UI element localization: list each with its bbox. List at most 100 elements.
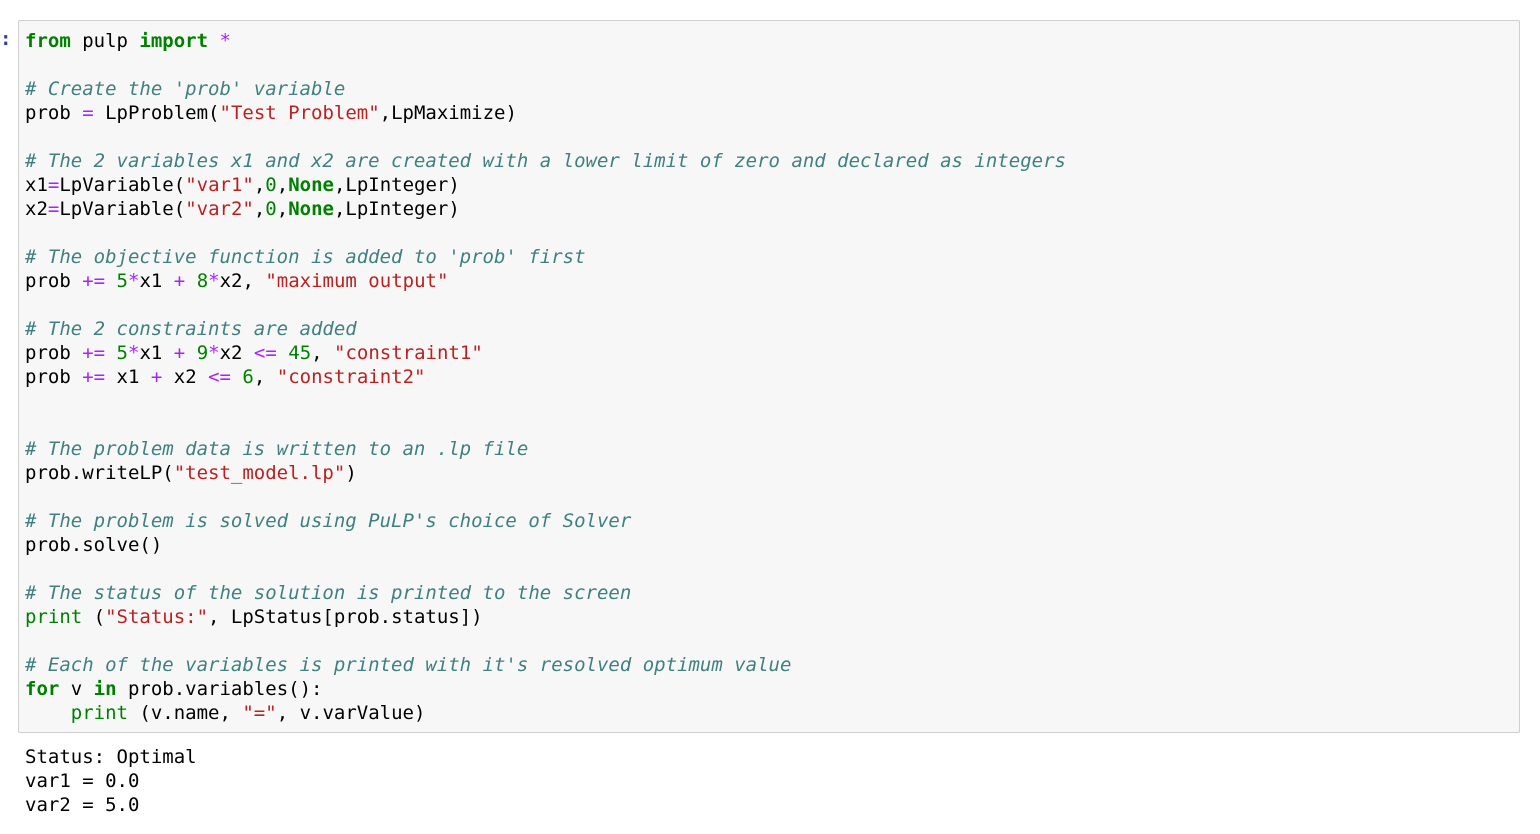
code-token: , LpStatus[prob.status]) xyxy=(208,606,483,628)
code-line: # The 2 variables x1 and x2 are created … xyxy=(25,149,1066,173)
code-line: # The problem is solved using PuLP's cho… xyxy=(25,509,1066,533)
code-token: LpVariable( xyxy=(59,174,186,196)
code-line xyxy=(25,293,1066,317)
code-line xyxy=(25,221,1066,245)
code-token: "constraint2" xyxy=(276,366,426,388)
code-token: "Status:" xyxy=(105,606,209,628)
code-token: LpVariable( xyxy=(59,198,186,220)
code-token: 5 xyxy=(116,270,128,292)
code-token: += xyxy=(82,270,106,292)
code-line xyxy=(25,53,1066,77)
code-token xyxy=(208,30,219,52)
code-line: prob = LpProblem("Test Problem",LpMaximi… xyxy=(25,101,1066,125)
code-line: x2=LpVariable("var2",0,None,LpInteger) xyxy=(25,197,1066,221)
code-token: += xyxy=(82,342,106,364)
code-token xyxy=(277,342,288,364)
code-token: # The problem is solved using PuLP's cho… xyxy=(25,510,632,532)
code-line: # Create the 'prob' variable xyxy=(25,77,1066,101)
code-token: = xyxy=(47,174,60,196)
code-token: , xyxy=(253,174,266,196)
code-token: 45 xyxy=(288,342,312,364)
code-token: None xyxy=(288,198,334,220)
code-token: # Each of the variables is printed with … xyxy=(25,654,792,676)
code-line: prob += x1 + x2 <= 6, "constraint2" xyxy=(25,365,1066,389)
code-token xyxy=(25,702,71,724)
code-token: "var2" xyxy=(185,198,254,220)
code-token: * xyxy=(208,342,220,364)
code-token: ,LpInteger) xyxy=(333,174,460,196)
code-token: (v.name, xyxy=(127,702,243,724)
code-token: # The problem data is written to an .lp … xyxy=(25,438,529,460)
code-token: "maximum output" xyxy=(265,270,449,292)
code-token: 8 xyxy=(196,270,209,292)
code-cell[interactable]: from pulp import * # Create the 'prob' va… xyxy=(18,20,1520,733)
code-line: print (v.name, "=", v.varValue) xyxy=(25,701,1066,725)
code-token: 5 xyxy=(116,342,128,364)
code-line: prob.writeLP("test_model.lp") xyxy=(25,461,1066,485)
code-token xyxy=(105,270,116,292)
code-token: ,LpInteger) xyxy=(333,198,460,220)
code-token: prob xyxy=(25,102,83,124)
code-line: x1=LpVariable("var1",0,None,LpInteger) xyxy=(25,173,1066,197)
code-token: , xyxy=(253,198,266,220)
code-line: from pulp import * xyxy=(25,29,1066,53)
code-token: = xyxy=(47,198,60,220)
code-line: # The objective function is added to 'pr… xyxy=(25,245,1066,269)
code-token: ,LpMaximize) xyxy=(379,102,517,124)
output-line: Status: Optimal xyxy=(25,746,197,768)
code-token: 6 xyxy=(242,366,254,388)
code-token: x2 xyxy=(25,198,48,220)
code-token: "Test Problem" xyxy=(219,102,380,124)
code-token: , xyxy=(276,198,289,220)
code-token: prob.solve() xyxy=(25,534,163,556)
code-line: prob.solve() xyxy=(25,533,1066,557)
code-token xyxy=(185,270,196,292)
code-token: # Create the 'prob' variable xyxy=(25,78,346,100)
code-token: "=" xyxy=(242,702,277,724)
code-line: # The 2 constraints are added xyxy=(25,317,1066,341)
code-token: x1 xyxy=(105,366,151,388)
code-editor[interactable]: from pulp import * # Create the 'prob' va… xyxy=(25,29,1066,725)
code-token: print xyxy=(70,702,128,724)
code-token: x2 xyxy=(219,342,254,364)
code-token: "test_model.lp" xyxy=(173,462,346,484)
code-token: for xyxy=(25,678,60,700)
code-token: # The 2 constraints are added xyxy=(25,318,357,340)
code-token: print xyxy=(25,606,83,628)
code-token: <= xyxy=(208,366,231,388)
code-token: * xyxy=(208,270,220,292)
code-line: prob += 5*x1 + 9*x2 <= 45, "constraint1" xyxy=(25,341,1066,365)
code-token: , xyxy=(276,174,289,196)
code-token: += xyxy=(82,366,106,388)
code-line: # Each of the variables is printed with … xyxy=(25,653,1066,677)
code-token: "constraint1" xyxy=(334,342,483,364)
code-token: x1 xyxy=(25,174,48,196)
code-token: # The 2 variables x1 and x2 are created … xyxy=(25,150,1066,172)
code-token: import xyxy=(139,30,209,52)
code-token: None xyxy=(288,174,334,196)
code-token: prob xyxy=(25,342,83,364)
code-token xyxy=(231,366,242,388)
code-line xyxy=(25,389,1066,413)
code-line xyxy=(25,125,1066,149)
code-token: ) xyxy=(345,462,357,484)
code-line xyxy=(25,557,1066,581)
code-token: + xyxy=(150,366,163,388)
code-token xyxy=(185,342,196,364)
code-token: x2, xyxy=(219,270,266,292)
cell-input-prompt: : xyxy=(0,28,12,50)
code-token: LpProblem( xyxy=(93,102,220,124)
code-token: 0 xyxy=(265,198,277,220)
code-line xyxy=(25,485,1066,509)
code-token: "var1" xyxy=(185,174,254,196)
code-token: prob xyxy=(25,270,83,292)
code-token: = xyxy=(82,102,94,124)
code-line: for v in prob.variables(): xyxy=(25,677,1066,701)
code-token: ( xyxy=(82,606,106,628)
code-token: from xyxy=(25,30,71,52)
code-token: # The status of the solution is printed … xyxy=(25,582,632,604)
code-token: * xyxy=(219,30,231,52)
code-token: x2 xyxy=(162,366,209,388)
code-token: prob.writeLP( xyxy=(25,462,174,484)
